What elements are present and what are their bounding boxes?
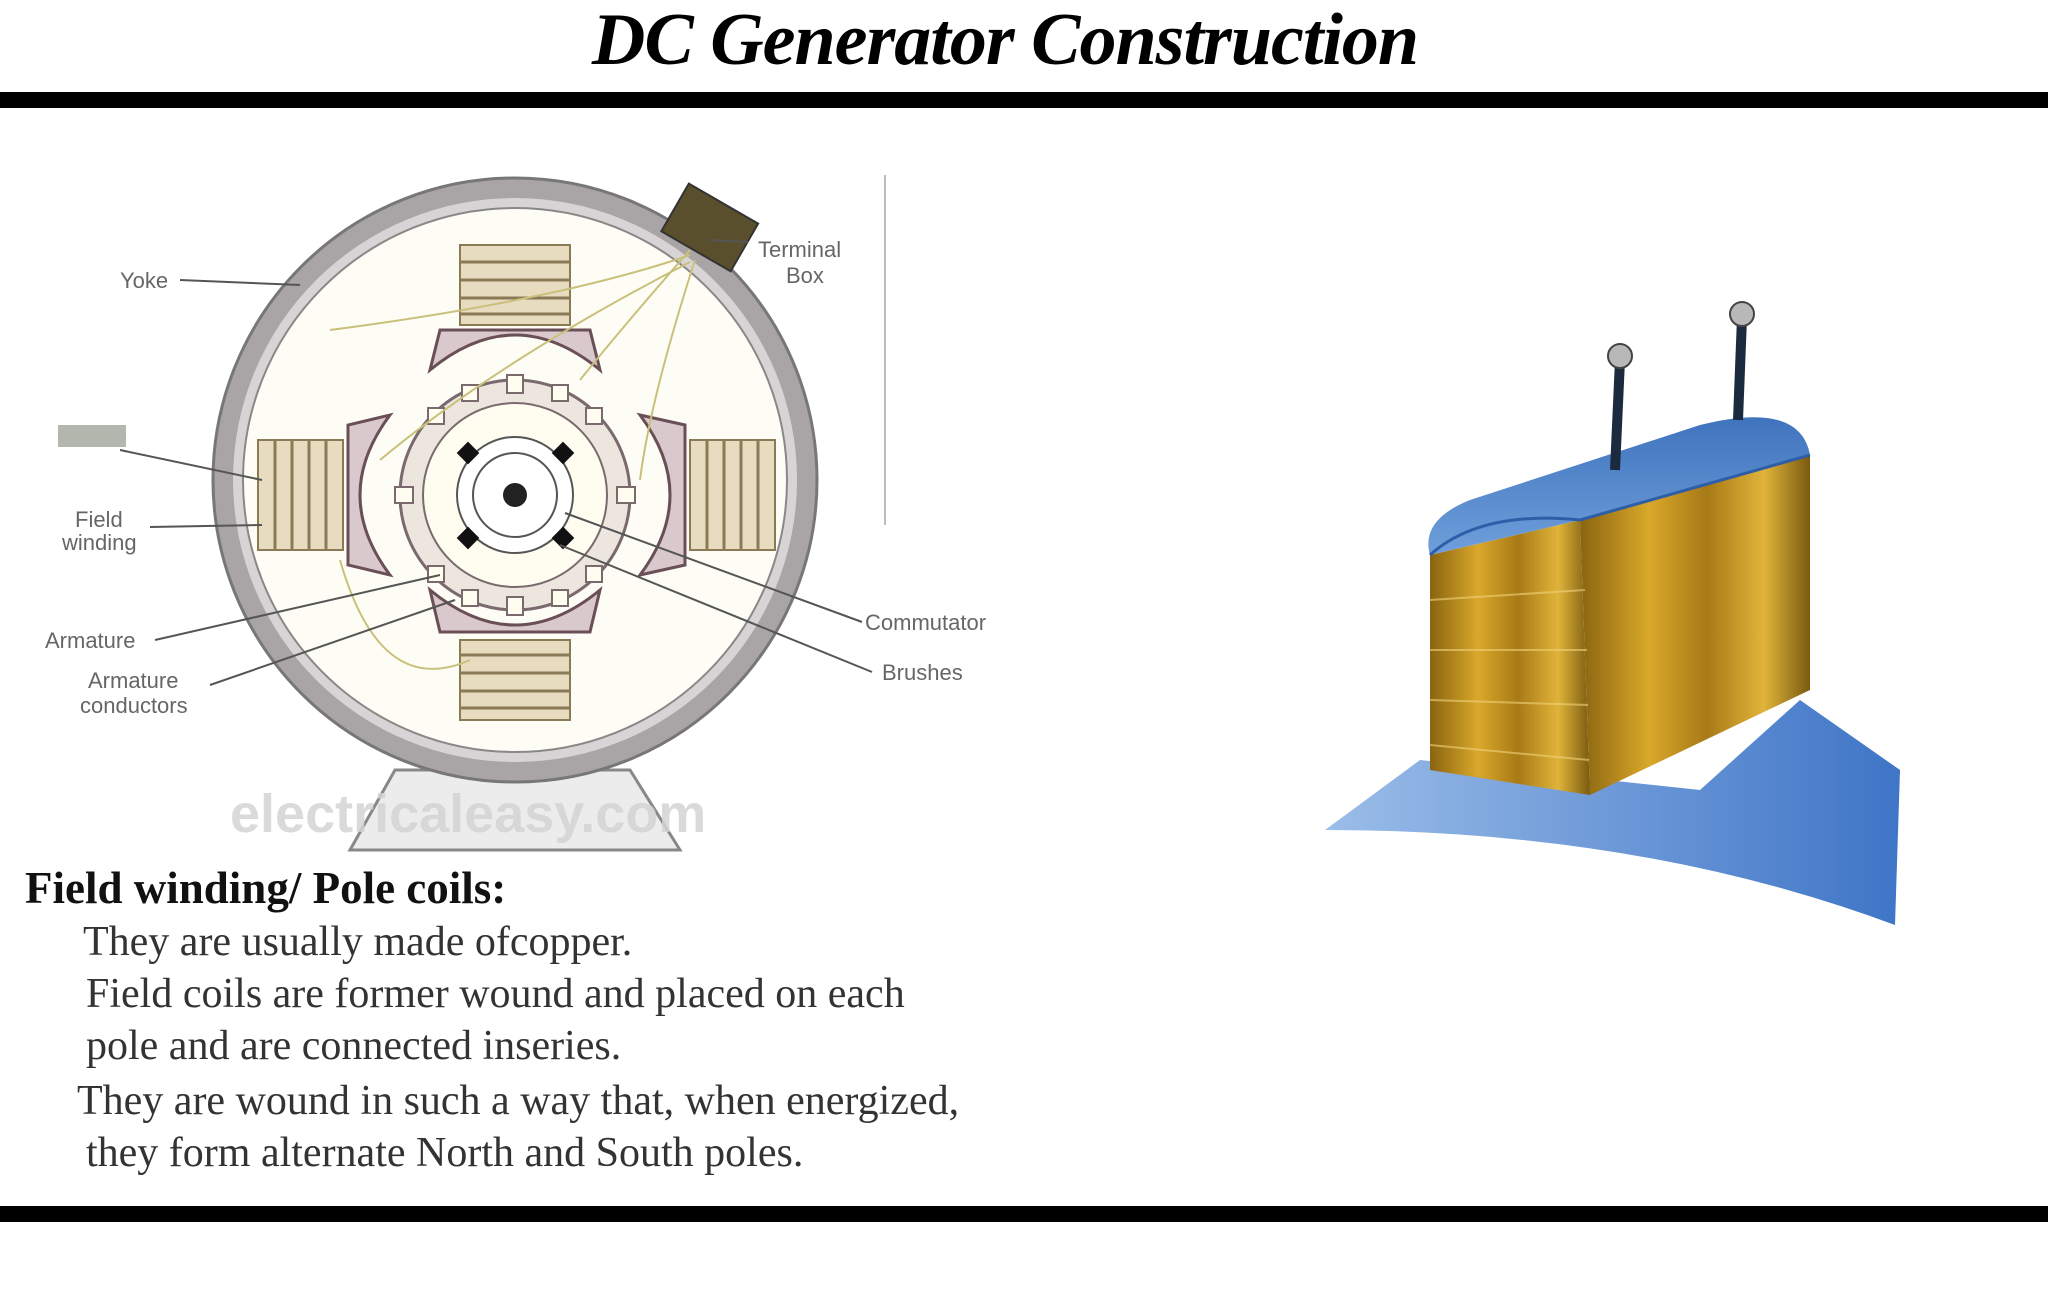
bottom-rule <box>0 1206 2048 1222</box>
top-rule <box>0 92 2048 108</box>
text-line-2: Field coils are former wound and placed … <box>86 971 905 1017</box>
label-yoke: Yoke <box>120 268 168 293</box>
label-field-winding-line1: Field <box>75 507 123 532</box>
pole-coil-illustration <box>1325 301 1900 925</box>
label-field-winding-line2: winding <box>61 530 137 555</box>
label-terminal-box-line1: Terminal <box>758 237 841 262</box>
text-line-3: pole and are connected inseries. <box>86 1023 622 1069</box>
label-placeholder-box <box>58 425 126 447</box>
section-heading: Field winding/ Pole coils: <box>25 863 507 913</box>
copper-winding <box>1430 520 1590 795</box>
field-winding-top <box>427 244 603 375</box>
field-winding-right <box>636 412 776 578</box>
pole-shoe <box>1325 700 1900 925</box>
label-terminal-box-line2: Box <box>786 263 824 288</box>
coil-terminals <box>1607 301 1755 471</box>
brushes <box>456 441 575 550</box>
label-armature-conductors-line2: conductors <box>80 693 188 718</box>
coil-top <box>1428 417 1810 555</box>
text-line-5: they form alternate North and South pole… <box>86 1130 804 1176</box>
watermark: electricaleasy.com <box>230 784 706 844</box>
text-line-1: They are usually made ofcopper. <box>83 919 633 965</box>
label-brushes: Brushes <box>882 660 963 685</box>
text-line-4: They are wound in such a way that, when … <box>77 1078 960 1124</box>
label-commutator: Commutator <box>865 610 986 635</box>
label-armature: Armature <box>45 628 135 653</box>
terminal-box <box>659 182 760 273</box>
field-winding-bottom <box>427 586 603 721</box>
field-winding-left <box>257 412 394 578</box>
slide-title: DC Generator Construction <box>591 0 1419 81</box>
label-armature-conductors-line1: Armature <box>88 668 178 693</box>
dc-generator-diagram: Yoke Terminal Box Field winding Armature… <box>45 175 986 852</box>
commutator <box>456 436 575 554</box>
